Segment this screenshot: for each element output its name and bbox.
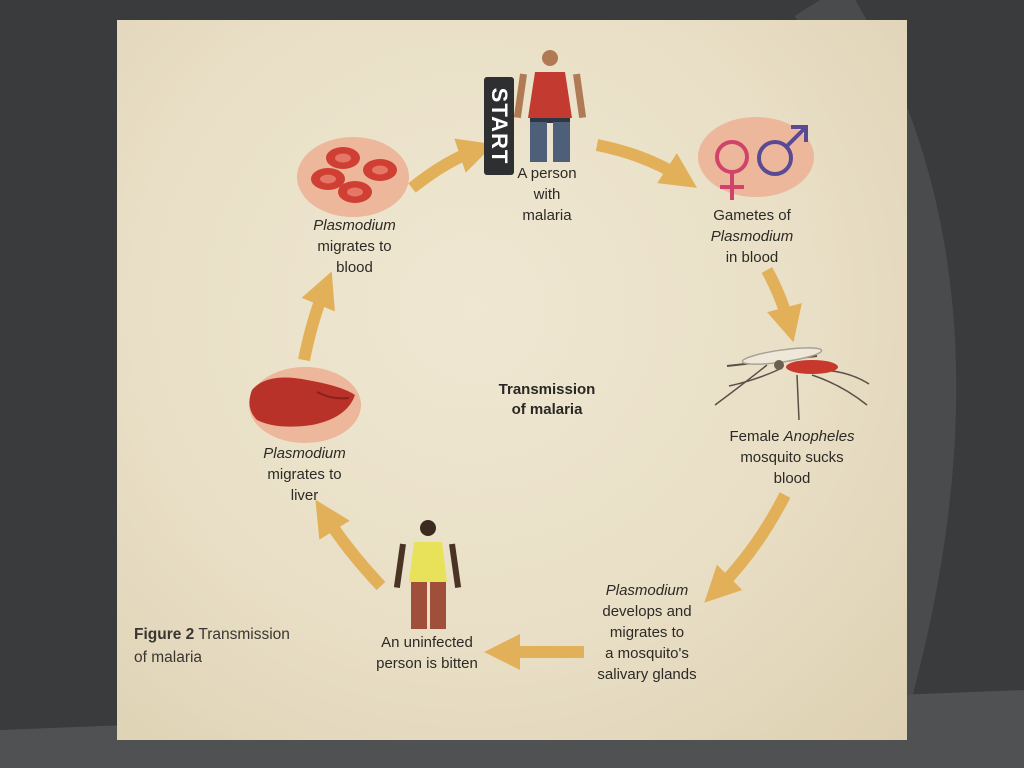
label-line: malaria <box>522 207 572 224</box>
uninfected-person-figure <box>393 520 462 629</box>
person-with-malaria-figure <box>513 50 587 162</box>
label-line: Gametes of <box>713 207 791 224</box>
label-line-italic: Plasmodium <box>263 445 346 462</box>
label-line: with <box>533 186 561 203</box>
arrow-uninfected-to-liver <box>315 499 386 591</box>
label-line: blood <box>336 259 373 276</box>
gametes-illustration <box>698 117 814 200</box>
label-line-italic: Anopheles <box>783 428 855 445</box>
label-line: A person <box>517 165 577 182</box>
malaria-cycle-diagram <box>249 50 870 670</box>
arrow-gametes-to-mosquito <box>761 267 802 343</box>
label-uninfected-person: An uninfected person is bitten <box>362 632 492 674</box>
label-salivary-glands: Plasmodium develops and migrates to a mo… <box>577 580 717 685</box>
label-line-italic: Plasmodium <box>605 582 689 599</box>
label-line-italic: Plasmodium <box>313 217 396 234</box>
label-line: migrates to <box>609 624 685 641</box>
label-line: a mosquito's <box>605 645 689 662</box>
arrow-liver-to-blood <box>298 271 335 362</box>
start-tag <box>484 77 514 175</box>
diagram-title: Transmission of malaria <box>472 380 622 420</box>
label-gametes: Gametes of Plasmodium in blood <box>687 205 817 268</box>
label-mosquito: Female Anopheles mosquito sucks blood <box>707 426 877 489</box>
label-line: blood <box>773 470 811 487</box>
label-blood: Plasmodium migrates to blood <box>297 215 412 278</box>
textbook-photo: START A person with malaria Gametes of P… <box>117 20 907 740</box>
label-line: An uninfected <box>381 634 473 651</box>
cycle-arrows <box>298 138 802 670</box>
label-line: migrates to <box>267 466 342 483</box>
label-line: Female <box>729 428 784 445</box>
arrow-person-to-gametes <box>595 139 698 188</box>
figure-caption: Figure 2 Transmission of malaria <box>134 623 290 669</box>
label-line: salivary glands <box>597 666 697 683</box>
label-line: develops and <box>602 603 692 620</box>
label-line: mosquito sucks <box>740 449 844 466</box>
label-line: person is bitten <box>376 655 478 672</box>
blood-cells-illustration <box>297 137 409 217</box>
start-label: START <box>487 87 512 165</box>
arrow-blood-to-person <box>408 138 495 193</box>
mosquito-illustration <box>714 347 870 421</box>
caption-text: Transmission <box>198 626 290 643</box>
caption-text: of malaria <box>134 649 203 666</box>
arrow-mosquito-to-salivary <box>704 492 791 603</box>
diagram-title-line: Transmission <box>498 381 596 398</box>
label-line: liver <box>290 487 319 504</box>
liver-illustration <box>249 367 361 443</box>
diagram-title-line: of malaria <box>511 401 583 418</box>
label-person-with-malaria: A person with malaria <box>497 163 597 226</box>
figure-number: Figure 2 <box>134 626 195 643</box>
label-line-italic: Plasmodium <box>710 228 794 245</box>
label-liver: Plasmodium migrates to liver <box>247 443 362 506</box>
label-line: migrates to <box>317 238 392 255</box>
label-line: in blood <box>725 249 779 266</box>
